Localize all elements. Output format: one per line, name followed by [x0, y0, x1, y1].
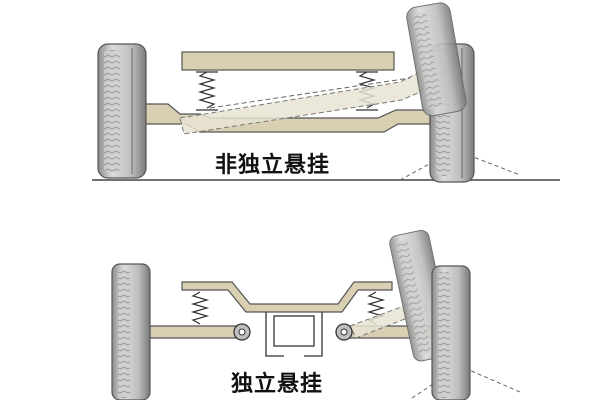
label-non-independent-suspension: 非独立悬挂	[211, 147, 335, 179]
spring-left-bottom	[190, 291, 210, 325]
pivot-joint-right	[335, 323, 353, 341]
pivot-joint-left	[233, 323, 251, 341]
wheel-right-bottom	[431, 265, 471, 400]
wheel-left-top	[97, 43, 147, 179]
label-independent-suspension: 独立悬挂	[227, 366, 328, 398]
non-independent-suspension	[92, 2, 560, 183]
spring-left-top	[196, 71, 218, 111]
independent-suspension	[111, 229, 521, 400]
differential-housing	[265, 312, 323, 357]
wheel-right-top-tilted	[406, 2, 467, 117]
wheel-left-bottom	[111, 263, 151, 400]
control-arm-left	[149, 325, 237, 339]
vehicle-frame-bottom	[181, 281, 393, 313]
vehicle-frame-top	[181, 51, 395, 71]
